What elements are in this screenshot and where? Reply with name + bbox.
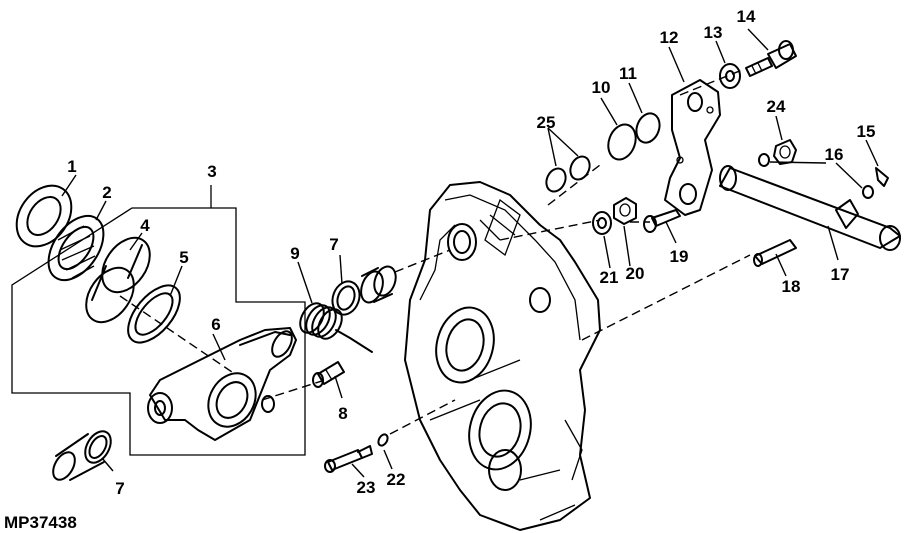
leader-lines	[61, 28, 879, 478]
part-25-orings	[545, 155, 591, 193]
callout-1: 1	[67, 157, 76, 176]
part-24-nut	[773, 139, 797, 165]
callout-23: 23	[357, 478, 376, 497]
transmission-case	[404, 181, 601, 531]
part-11-ring	[635, 112, 661, 144]
callout-12: 12	[660, 28, 679, 47]
callout-16: 16	[825, 145, 844, 164]
part-18-fitting	[753, 239, 797, 267]
part-8-plug	[312, 361, 345, 388]
part-6-housing	[147, 327, 297, 441]
callout-11: 11	[619, 64, 637, 83]
callout-21: 21	[600, 268, 619, 287]
part-14-bolt	[745, 40, 797, 77]
part-22-oring	[377, 433, 389, 447]
callout-15: 15	[857, 122, 876, 141]
part-23-pin	[324, 445, 373, 473]
callout-3: 3	[207, 162, 216, 181]
case-bushing	[360, 265, 397, 304]
part-16-washers	[758, 153, 874, 199]
callout-17: 17	[831, 265, 850, 284]
part-15-cotter-pin	[875, 167, 889, 187]
callout-10: 10	[592, 78, 611, 97]
callout-4: 4	[140, 216, 150, 235]
callout-7-upper: 7	[329, 235, 338, 254]
subassembly-bracket	[11, 185, 306, 456]
callout-13: 13	[704, 23, 723, 42]
callout-9: 9	[290, 244, 299, 263]
part-20-nut	[613, 197, 637, 225]
callout-6: 6	[211, 315, 220, 334]
callout-19: 19	[670, 247, 689, 266]
callout-14: 14	[737, 7, 756, 26]
part-19-bolt	[643, 209, 681, 233]
callout-2: 2	[102, 183, 111, 202]
callout-20: 20	[626, 264, 645, 283]
callout-24: 24	[767, 97, 786, 116]
part-12-lever	[664, 79, 721, 216]
callout-7-lower: 7	[115, 479, 124, 498]
callout-8: 8	[338, 404, 347, 423]
part-9-spring	[299, 302, 373, 353]
part-21-washer	[592, 211, 612, 235]
callout-18: 18	[782, 277, 801, 296]
part-7-lower-bearing	[52, 430, 112, 481]
figure-id: MP37438	[4, 513, 77, 532]
part-7-upper-ring	[331, 280, 361, 316]
part-17-shaft	[719, 165, 901, 251]
part-13-washer	[719, 63, 741, 89]
callout-5: 5	[179, 248, 188, 267]
callout-22: 22	[387, 470, 406, 489]
callout-25: 25	[537, 113, 556, 132]
part-4-bushing	[85, 236, 151, 324]
part-10-ring	[607, 123, 637, 161]
